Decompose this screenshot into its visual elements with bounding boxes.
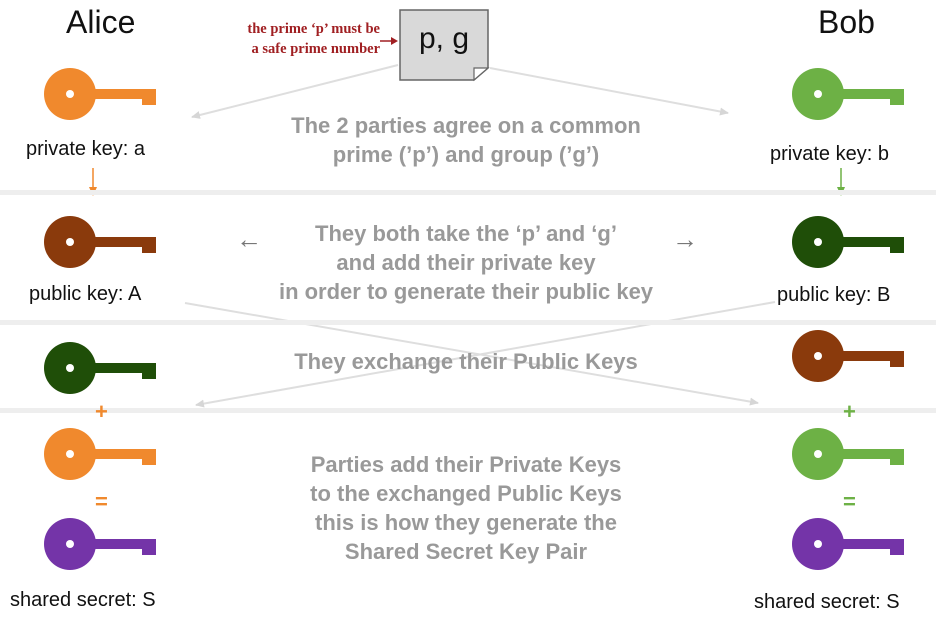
bob-public-key-label: public key: B: [777, 284, 891, 306]
exchange-step-text: They exchange their Public Keys: [294, 349, 638, 374]
alice-private-key-copy-icon: [44, 428, 156, 480]
alice-shared-secret-label: shared secret: S: [10, 589, 156, 611]
arrow-left-icon: ←: [236, 224, 262, 254]
bob-name: Bob: [818, 4, 875, 40]
section-divider-3: [0, 408, 936, 413]
bob-shared-secret-key-icon: [792, 518, 904, 570]
section-divider-1: [0, 190, 936, 195]
alice-public-key-icon: [44, 216, 156, 268]
param-to-alice-line: [191, 64, 399, 119]
generate-step-text: They both take the ‘p’ and ‘g’ and add t…: [278, 221, 654, 304]
bob-private-key-copy-icon: [792, 428, 904, 480]
alice-private-key-label: private key: a: [26, 138, 145, 160]
alice-public-key-label: public key: A: [29, 283, 142, 305]
alice-plus-sign: +: [95, 399, 108, 424]
bob-public-to-alice-line: [195, 301, 776, 408]
bob-private-key-label: private key: b: [770, 143, 889, 165]
alice-name: Alice: [66, 4, 136, 40]
alice-shared-secret-key-icon: [44, 518, 156, 570]
bob-received-public-key-icon: [792, 330, 904, 382]
section-divider-2: [0, 320, 936, 325]
arrow-right-icon: →: [672, 224, 698, 254]
note-arrow-icon: [380, 37, 398, 45]
agree-step-text: The 2 parties agree on a common prime (’…: [291, 113, 641, 167]
alice-received-public-key-icon: [44, 342, 156, 394]
alice-private-key-icon: [44, 68, 156, 120]
parameters-label: p, g: [418, 22, 470, 55]
alice-equals-sign: =: [95, 489, 108, 514]
bob-public-key-icon: [792, 216, 904, 268]
bob-private-key-icon: [792, 68, 904, 120]
parameters-paper-icon: [399, 9, 490, 82]
combine-step-text: Parties add their Private Keys to the ex…: [310, 452, 622, 564]
bob-equals-sign: =: [843, 489, 856, 514]
alice-public-to-bob-line: [184, 302, 759, 406]
bob-plus-sign: +: [843, 399, 856, 424]
param-to-bob-line: [489, 67, 729, 116]
bob-shared-secret-label: shared secret: S: [754, 591, 900, 613]
safe-prime-note: the prime ‘p’ must be a safe prime numbe…: [247, 21, 380, 57]
